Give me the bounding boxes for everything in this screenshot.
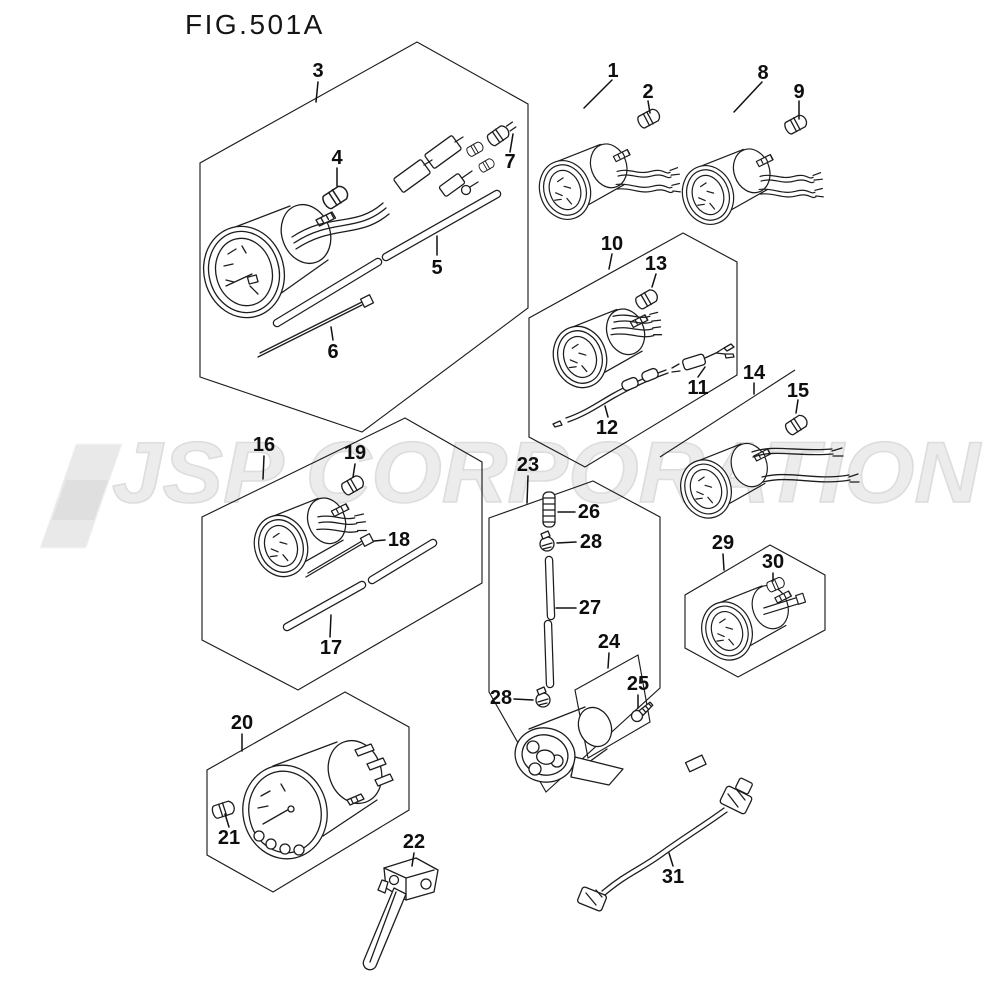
bulb-9 (782, 112, 810, 137)
meter-8 (674, 143, 824, 232)
screw-25 (630, 701, 654, 723)
part-labels: 3 4 5 6 7 1 2 8 9 10 13 11 12 14 15 16 1… (218, 60, 809, 888)
part-label-14: 14 (743, 362, 766, 384)
part-label-9: 9 (793, 81, 804, 103)
clamp-28-upper (539, 530, 555, 552)
part-label-10: 10 (601, 233, 623, 255)
bulb-21 (210, 799, 237, 821)
part-label-30: 30 (762, 551, 784, 573)
part-label-25: 25 (627, 673, 649, 695)
trim-sender-22 (362, 857, 439, 971)
part-label-3: 3 (312, 60, 323, 82)
tachometer-gauge (242, 739, 707, 860)
meter-14-wires (751, 447, 860, 483)
clamp-28-lower (535, 686, 551, 708)
part-label-19: 19 (344, 442, 366, 464)
spring-26 (542, 491, 556, 528)
part-label-6: 6 (327, 341, 338, 363)
part-label-16: 16 (253, 434, 275, 456)
group-box-10 (528, 232, 738, 468)
cable-tie-18 (305, 533, 375, 578)
part-label-18: 18 (388, 529, 410, 551)
part-label-23: 23 (517, 454, 539, 476)
bulb-13 (633, 287, 661, 312)
tube-part-17 (282, 538, 438, 632)
speedometer-gauge (202, 203, 337, 319)
group-bracket-14 (659, 369, 796, 458)
tube-27 (543, 555, 556, 689)
group-box-23 (488, 480, 661, 793)
bulb-4 (319, 182, 352, 212)
group-box-29 (684, 544, 826, 678)
group-box-3 (199, 41, 529, 433)
part-label-21: 21 (218, 827, 240, 849)
meter-16 (245, 491, 367, 585)
part-label-7: 7 (504, 151, 515, 173)
part-label-29: 29 (712, 532, 734, 554)
part-label-12: 12 (596, 417, 618, 439)
figure-title: FIG.501A (185, 9, 325, 40)
group-box-16 (201, 417, 483, 691)
bulb-30 (764, 575, 787, 594)
part-label-26: 26 (578, 501, 600, 523)
leader-lines (224, 79, 800, 867)
part-label-2: 2 (642, 81, 653, 103)
part-label-11: 11 (687, 377, 708, 399)
part-label-22: 22 (403, 831, 425, 853)
pickup-housing-24 (514, 706, 624, 786)
wire-11 (681, 343, 735, 371)
part-label-31: 31 (662, 866, 684, 888)
connector-7 (484, 121, 517, 149)
meter-1 (531, 138, 681, 227)
part-label-17: 17 (320, 637, 342, 659)
part-label-28a: 28 (580, 531, 602, 553)
meter-29 (693, 579, 807, 668)
jsp-flag-icon (39, 443, 123, 549)
meter-10 (544, 302, 663, 396)
wire-harness (291, 135, 497, 250)
part-label-8: 8 (757, 62, 768, 84)
part-label-5: 5 (431, 257, 442, 279)
part-label-13: 13 (645, 253, 667, 275)
lead-wire-31 (577, 777, 753, 912)
wire-12 (552, 363, 681, 428)
part-label-4: 4 (331, 147, 343, 169)
part-label-28b: 28 (490, 687, 512, 709)
part-label-15: 15 (787, 380, 809, 402)
watermark: JSP CORPORATION (39, 424, 983, 549)
part-label-1: 1 (607, 60, 618, 82)
part-label-24: 24 (598, 631, 621, 653)
cable-tie-6 (257, 294, 375, 358)
part-label-27: 27 (579, 597, 601, 619)
group-box-20 (206, 691, 410, 893)
watermark-text: JSP CORPORATION (112, 425, 982, 521)
tube-part-5 (272, 189, 502, 328)
part-label-20: 20 (231, 712, 253, 734)
